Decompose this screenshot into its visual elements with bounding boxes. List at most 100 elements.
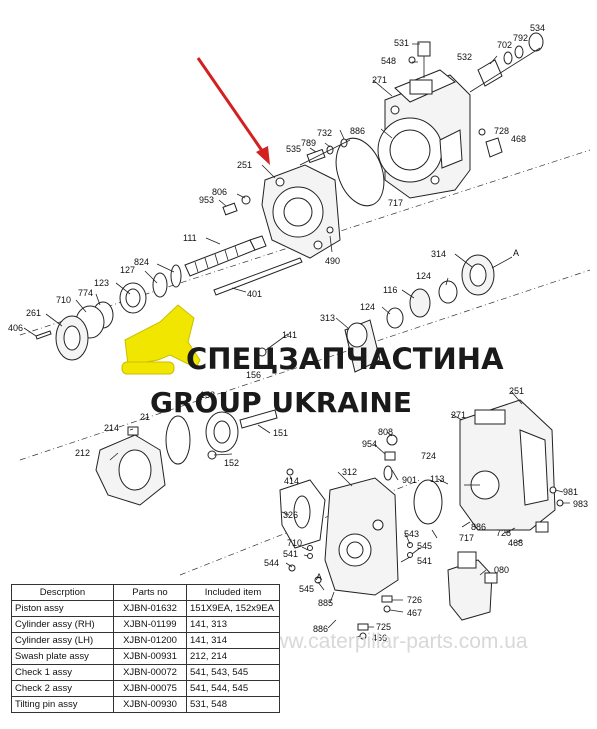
label-116: 116 [383,285,397,295]
label-326: 326 [283,510,298,520]
cell-description: Check 2 assy [11,680,114,697]
label-725: 725 [376,622,391,632]
gasket-717-lower [413,479,443,525]
table-row: Tilting pin assy XJBN-00930 531, 548 [11,696,280,713]
header-description: Descrption [11,584,114,601]
label-543: 543 [404,529,419,539]
label-271-upper: 271 [372,75,387,85]
label-214: 214 [104,423,119,433]
label-271-lower: 271 [451,410,466,420]
label-468-lower: 468 [508,538,523,548]
shaft-111 [184,235,267,277]
label-401: 401 [247,289,262,299]
cell-description: Swash plate assy [11,648,114,665]
cell-parts-no: XJBN-00931 [113,648,187,665]
cell-description: Tilting pin assy [11,696,114,713]
cell-included-item: 151X9EA, 152x9EA [186,600,280,617]
label-710-lower: 710 [287,538,302,548]
label-080: 080 [494,565,509,575]
header-included-item: Included item [186,584,280,601]
watermark-line1: СПЕЦЗАПЧАСТИНА [186,342,504,376]
cell-parts-no: XJBN-01200 [113,632,187,649]
label-710-upper: 710 [56,295,71,305]
plug-806-953 [222,195,251,216]
table-row: Swash plate assy XJBN-00931 212, 214 [11,648,280,665]
cover-326-414 [279,468,326,549]
label-726: 726 [407,595,422,605]
table-row: Cylinder assy (RH) XJBN-01199 141, 313 [11,616,280,633]
gasket-717 [335,137,385,207]
plate-211 [165,415,191,465]
label-886-upper: 886 [350,126,365,136]
label-548: 548 [381,56,396,66]
label-886-bottom: 886 [313,624,328,634]
cell-included-item: 541, 543, 545 [186,664,280,681]
included-parts-table: Descrption Parts no Included item Piston… [11,584,280,713]
label-312: 312 [342,467,357,477]
label-314: 314 [431,249,446,259]
table-row: Cylinder assy (LH) XJBN-01200 141, 314 [11,632,280,649]
cover-251 [261,164,341,259]
shaft-401 [213,257,303,296]
cylinder-block-141 [257,319,381,373]
label-414: 414 [284,476,299,486]
stopper-parts-532 [469,32,544,93]
label-123: 123 [94,278,109,288]
housing-271-upper [377,69,471,199]
label-151: 151 [273,428,288,438]
label-152: 152 [224,458,239,468]
housing-271-lower [459,399,556,531]
frame-line-middle [19,269,591,461]
label-545-left: 545 [299,584,314,594]
header-parts-no: Parts no [113,584,187,601]
label-724: 724 [421,451,436,461]
label-728-upper: 728 [494,126,509,136]
label-532: 532 [457,52,472,62]
plugs-726-467-725-466 [357,595,393,640]
label-124-upper: 124 [416,271,431,281]
label-541-left: 541 [283,549,298,559]
table-row: Check 2 assy XJBN-00075 541, 544, 545 [11,680,280,697]
valve-plate-314 [461,254,495,296]
table-row: Piston assy XJBN-01632 151X9EA, 152x9EA [11,600,280,617]
leader-lines [23,43,570,638]
bearings-124-116 [386,280,458,329]
label-A-lower: A [316,572,322,582]
label-808: 808 [378,427,393,437]
cell-parts-no: XJBN-00930 [113,696,187,713]
label-901: 901 [402,475,417,485]
label-156: 156 [246,370,261,380]
label-789: 789 [301,138,316,148]
regulator-080 [447,551,498,621]
check-valves-541-545 [288,542,413,584]
watermark-line2: GROUP UKRAINE [150,386,412,419]
seal-cover-261 [55,315,89,361]
cell-parts-no: XJBN-00075 [113,680,187,697]
label-531: 531 [394,38,409,48]
valve-block-312 [324,477,399,596]
part-labels: 531 534 792 702 548 532 271 886 732 789 … [8,23,588,643]
label-953: 953 [199,195,214,205]
cell-description: Piston assy [11,600,114,617]
table-header-row: Descrption Parts no Included item [11,584,280,601]
tilting-pin-assy [408,41,431,78]
cell-description: Cylinder assy (LH) [11,632,114,649]
label-406: 406 [8,323,23,333]
cell-parts-no: XJBN-01199 [113,616,187,633]
label-774: 774 [78,288,93,298]
plug-808-954 [383,434,398,481]
label-545-right: 545 [417,541,432,551]
swash-plate-212 [95,426,166,506]
label-124-lower: 124 [360,302,375,312]
label-792: 792 [513,33,528,43]
piston-151-shoe-152 [205,409,278,460]
label-541-right: 541 [417,556,432,566]
label-717-upper: 717 [388,198,403,208]
cell-description: Cylinder assy (RH) [11,616,114,633]
cell-description: Check 1 assy [11,664,114,681]
label-981: 981 [563,487,578,497]
label-824: 824 [134,257,149,267]
label-983: 983 [573,499,588,509]
